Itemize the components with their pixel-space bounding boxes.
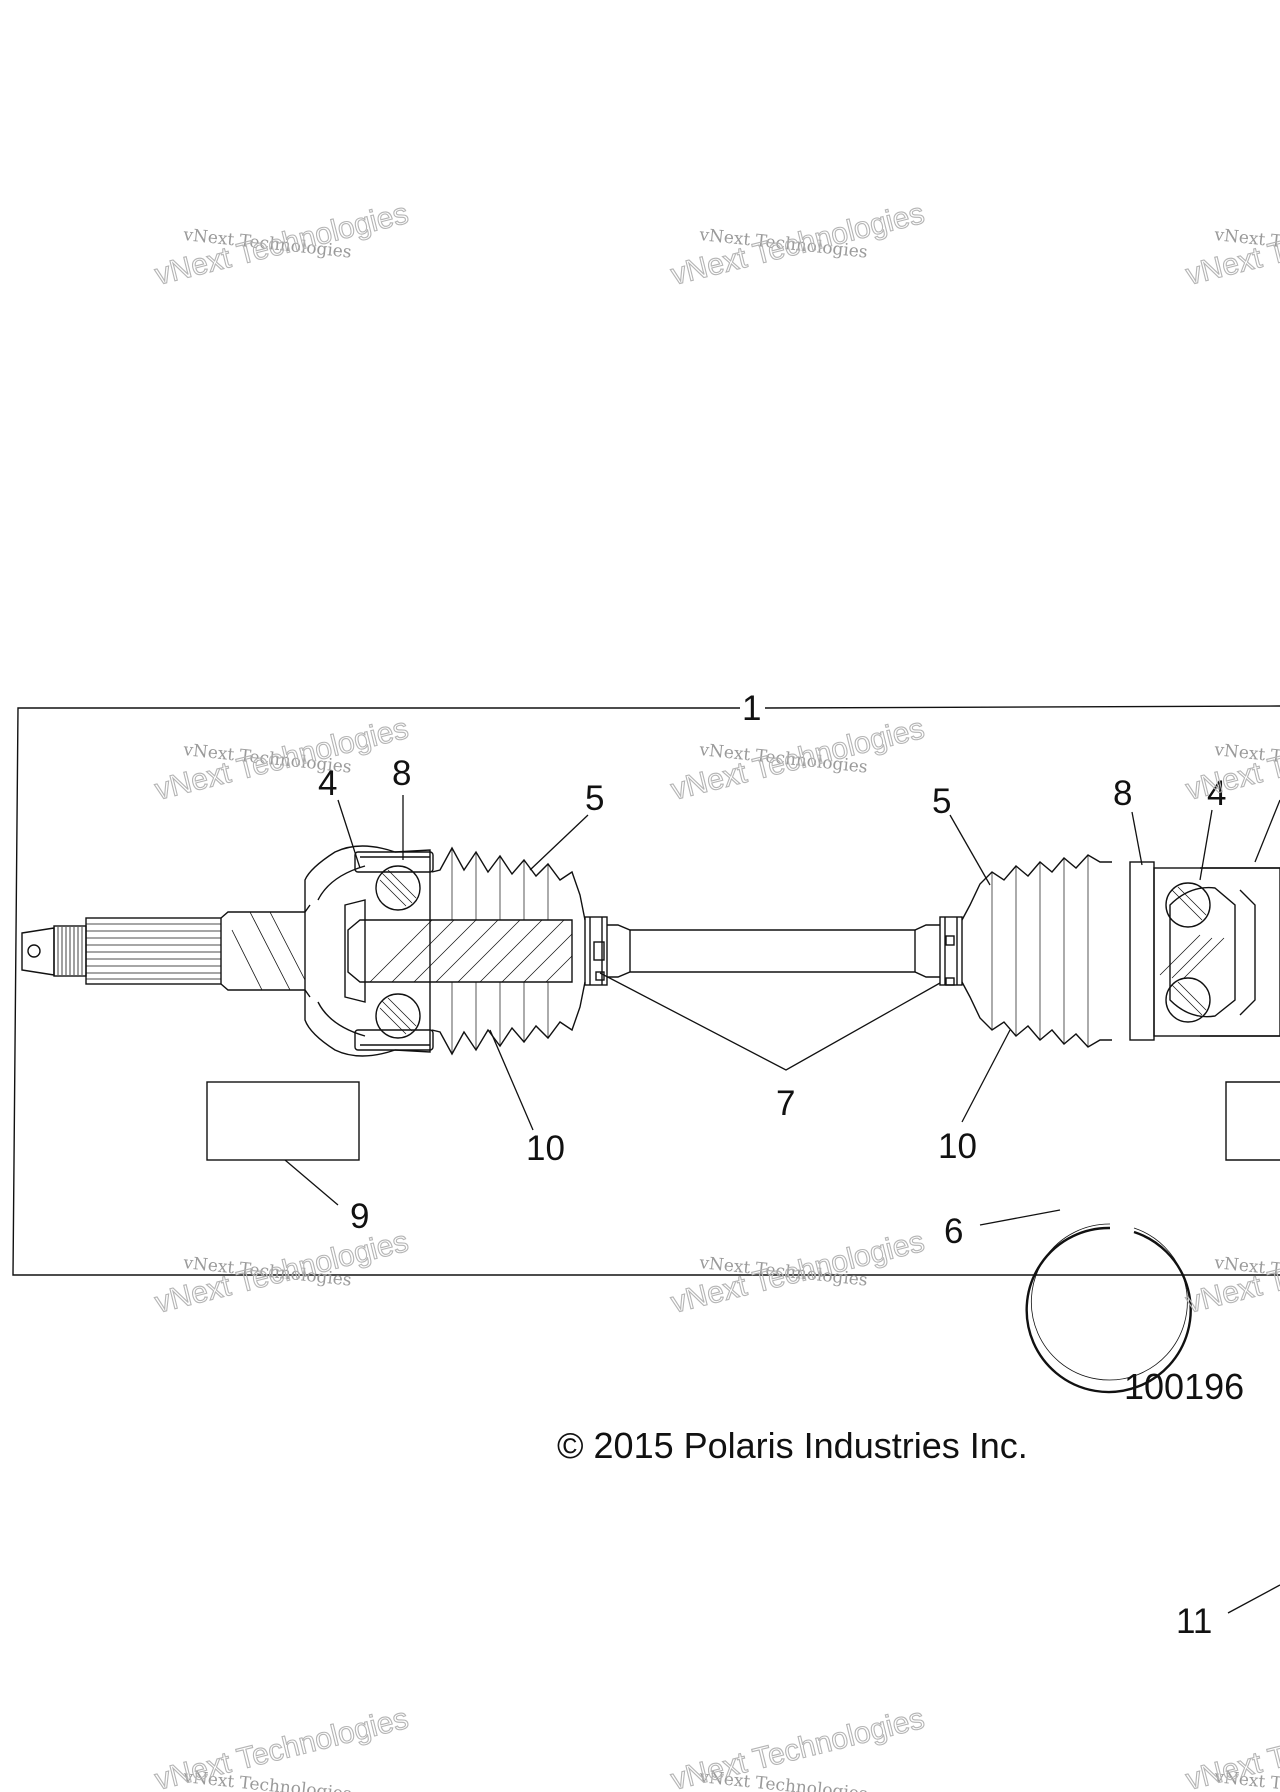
callout-10-right: 10	[938, 1127, 977, 1166]
callout-8-right: 8	[1113, 774, 1132, 813]
axle-shaft	[21, 845, 1280, 1057]
callout-1: 1	[742, 689, 761, 728]
figure-number: 100196	[1124, 1366, 1245, 1407]
assembly-frame	[12, 705, 1280, 1276]
snap-ring-inner	[1030, 1223, 1188, 1381]
callout-8-left: 8	[392, 754, 411, 793]
callout-4-right: 4	[1207, 774, 1226, 813]
callout-10-left: 10	[526, 1129, 565, 1168]
leader-lines	[284, 795, 1280, 1614]
callout-9: 9	[350, 1197, 369, 1236]
callouts: 1 4 8 5 5 8 4 7 10 10 9 6 11	[318, 689, 1226, 1641]
watermarks: vNext Technologies vNext Technologies vN…	[151, 196, 1280, 1792]
callout-6: 6	[944, 1212, 963, 1251]
callout-5-right: 5	[932, 782, 951, 821]
callout-11: 11	[1176, 1602, 1212, 1641]
label-part-right	[1225, 1081, 1280, 1161]
label-part-9	[206, 1081, 360, 1161]
callout-7: 7	[776, 1084, 795, 1123]
copyright-notice: © 2015 Polaris Industries Inc.	[557, 1425, 1028, 1466]
callout-4-left: 4	[318, 764, 337, 803]
callout-5-left: 5	[585, 779, 604, 818]
